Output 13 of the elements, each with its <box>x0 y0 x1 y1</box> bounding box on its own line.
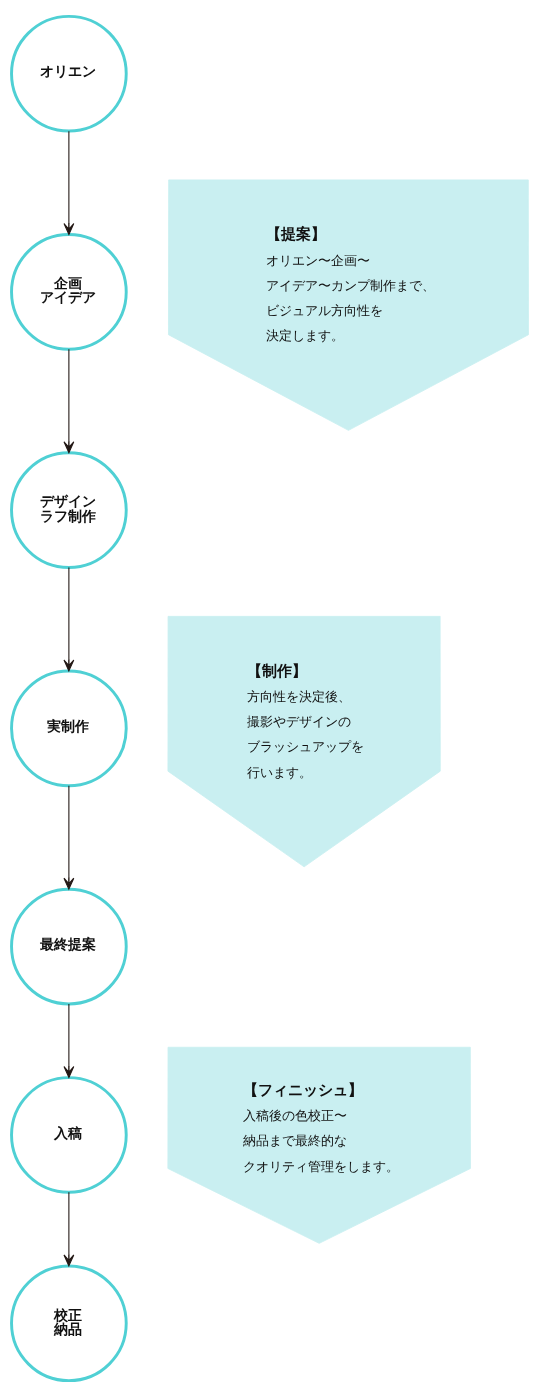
arrow <box>63 130 75 235</box>
arrow <box>63 785 75 890</box>
arrow <box>63 1191 75 1267</box>
node-circle: 入稿 <box>10 1076 128 1194</box>
node-circle: デザインラフ制作 <box>10 451 128 569</box>
node-circle: 企画アイデア <box>10 233 128 351</box>
node-circle: 実制作 <box>10 669 128 788</box>
node-circle: オリエン <box>10 14 128 133</box>
arrow <box>63 348 75 454</box>
arrow <box>63 1003 75 1078</box>
arrow <box>63 567 75 672</box>
node-circle: 校正納品 <box>10 1264 128 1383</box>
node-circle: 最終提案 <box>10 887 128 1006</box>
